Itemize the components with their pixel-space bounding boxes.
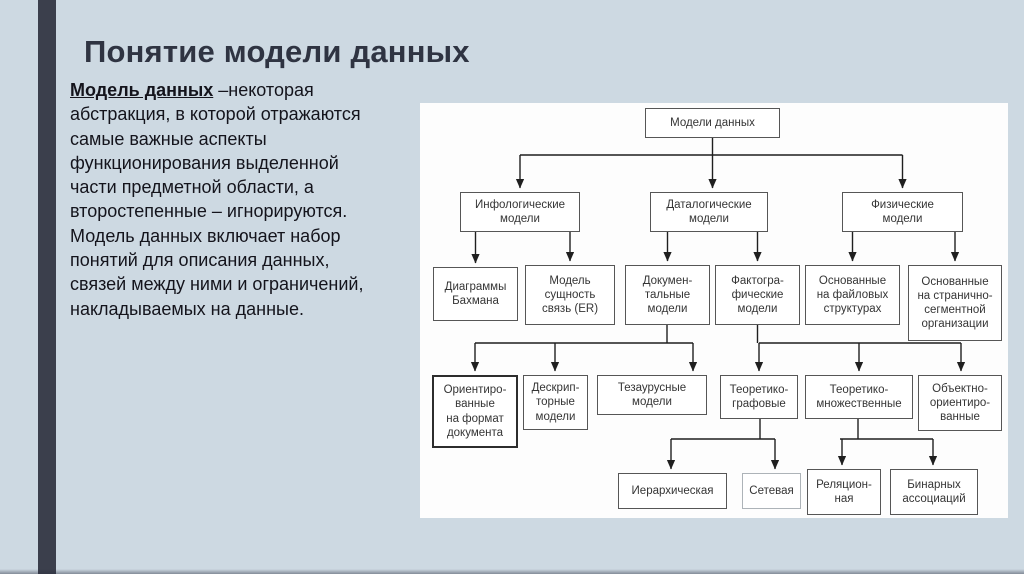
page-title: Понятие модели данных (84, 33, 470, 69)
node-data-models: Модели данных (645, 108, 780, 138)
node-page-segment: Основанные на странично- сегментной орга… (908, 265, 1002, 341)
node-theoretic-set: Теоретико- множественные (805, 375, 913, 419)
node-hierarchical: Иерархическая (618, 473, 727, 509)
accent-bar (38, 0, 56, 574)
node-object-oriented: Объектно- ориентиро- ванные (918, 375, 1002, 431)
node-file-structures: Основанные на файловых структурах (805, 265, 900, 325)
node-relational: Реляцион- ная (807, 469, 881, 515)
node-factographic: Фактогра- фические модели (715, 265, 800, 325)
definition-term: Модель данных (70, 80, 214, 100)
node-documentary: Докумен- тальные модели (625, 265, 710, 325)
node-er-model: Модель сущность связь (ER) (525, 265, 615, 325)
node-theoretic-graph: Теоретико- графовые (720, 375, 798, 419)
definition-text: –некоторая абстракция, в которой отражаю… (70, 80, 364, 319)
node-infological: Инфологические модели (460, 192, 580, 232)
node-datalogical: Даталогические модели (650, 192, 768, 232)
definition-paragraph: Модель данных –некоторая абстракция, в к… (70, 78, 430, 321)
node-physical: Физические модели (842, 192, 963, 232)
node-document-format: Ориентиро- ванные на формат документа (432, 375, 518, 448)
node-thesaurus: Тезаурусные модели (597, 375, 707, 415)
node-descriptor: Дескрип- торные модели (523, 375, 588, 430)
node-binary-assoc: Бинарных ассоциаций (890, 469, 978, 515)
node-network: Сетевая (742, 473, 801, 509)
node-bachman-diagrams: Диаграммы Бахмана (433, 267, 518, 321)
diagram-panel: Модели данных Инфологические модели Дата… (420, 103, 1008, 518)
